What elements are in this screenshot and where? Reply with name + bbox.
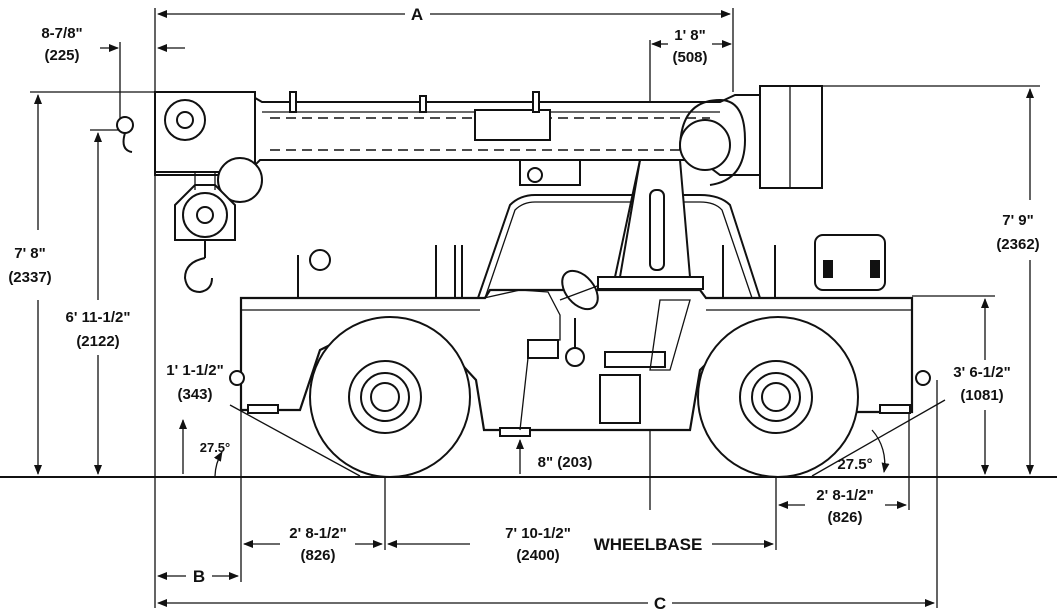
head-sheave-hub [176, 111, 194, 129]
boom-pin-1 [289, 91, 297, 113]
belly-pan [499, 427, 531, 437]
steering-column [559, 284, 601, 301]
rear-tow-eye [915, 370, 931, 386]
rear-sheave [679, 119, 731, 171]
label-clearance: 8" (203) [538, 454, 593, 471]
label-a: A [411, 5, 423, 24]
lift-cylinder [649, 189, 665, 271]
engine-detail-1 [823, 260, 833, 278]
label-rear-axle-oh: 2' 8-1/2" [816, 487, 873, 504]
label-rear-axle-oh-mm: (826) [827, 509, 862, 526]
mast-edge [619, 159, 641, 278]
operator-seat [604, 351, 666, 368]
label-front-axle-oh-mm: (826) [300, 547, 335, 564]
label-boom-rear: 1' 8" [674, 27, 706, 44]
roll-cage-inner [484, 201, 753, 299]
front-light [309, 249, 331, 271]
main-hook [183, 257, 213, 294]
label-angle-rear: 27.5° [837, 456, 872, 473]
label-wheelbase: WHEELBASE [594, 535, 703, 554]
label-angle-front: 27.5° [200, 440, 231, 455]
label-rear-height: 3' 6-1/2" [953, 364, 1010, 381]
departure-angle-arc [871, 429, 890, 473]
label-front-oh-height: 1' 1-1/2" [166, 362, 223, 379]
boom-bracket [474, 109, 551, 141]
hoist-rope-path [679, 98, 747, 186]
winch-drum [759, 85, 823, 189]
label-height-total-right-mm: (2362) [996, 236, 1039, 253]
approach-angle-line [229, 404, 361, 477]
boom-pivot [527, 167, 543, 183]
label-wheelbase-len-mm: (2400) [516, 547, 559, 564]
label-height-total-left: 7' 8" [14, 245, 46, 262]
seat-back [649, 299, 691, 371]
label-c: C [654, 594, 666, 611]
engine-detail-2 [870, 260, 880, 278]
rear-outrigger-pad [879, 404, 911, 414]
front-outrigger-pad [247, 404, 279, 414]
hook-shackle [116, 116, 134, 134]
rear-wheel [697, 316, 859, 478]
label-front-oh-height-mm: (343) [177, 386, 212, 403]
label-front-axle-oh: 2' 8-1/2" [289, 525, 346, 542]
front-tow-eye [229, 370, 245, 386]
label-rear-height-mm: (1081) [960, 387, 1003, 404]
auxiliary-sheave [217, 157, 263, 203]
boom-pin-2 [419, 95, 427, 113]
steering-wheel [561, 269, 599, 311]
label-height-total-left-mm: (2337) [8, 269, 51, 286]
dimension-labels: A C B 8-7/8" (225) 1' 8" (508) 7' 8" (23… [8, 5, 1039, 611]
hook-block-hub [196, 206, 214, 224]
label-hook-height-mm: (2122) [76, 333, 119, 350]
hook-tip [122, 132, 133, 153]
dimension-lines [34, 10, 1034, 607]
turntable [597, 276, 704, 290]
control-knob [565, 347, 585, 367]
label-height-total-right: 7' 9" [1002, 212, 1034, 229]
roll-cage-outer [477, 194, 761, 299]
boom-pin-3 [532, 91, 540, 113]
front-wheel [309, 316, 471, 478]
battery-box [599, 374, 641, 424]
control-panel [527, 339, 559, 359]
approach-angle-arc [213, 451, 223, 477]
label-boom-rear-mm: (508) [672, 49, 707, 66]
label-hook-height: 6' 11-1/2" [66, 309, 131, 326]
label-hook-offset: 8-7/8" [41, 25, 82, 42]
crane-drawing [116, 85, 931, 478]
label-b: B [193, 567, 205, 586]
label-wheelbase-len: 7' 10-1/2" [505, 525, 571, 542]
label-hook-offset-mm: (225) [44, 47, 79, 64]
